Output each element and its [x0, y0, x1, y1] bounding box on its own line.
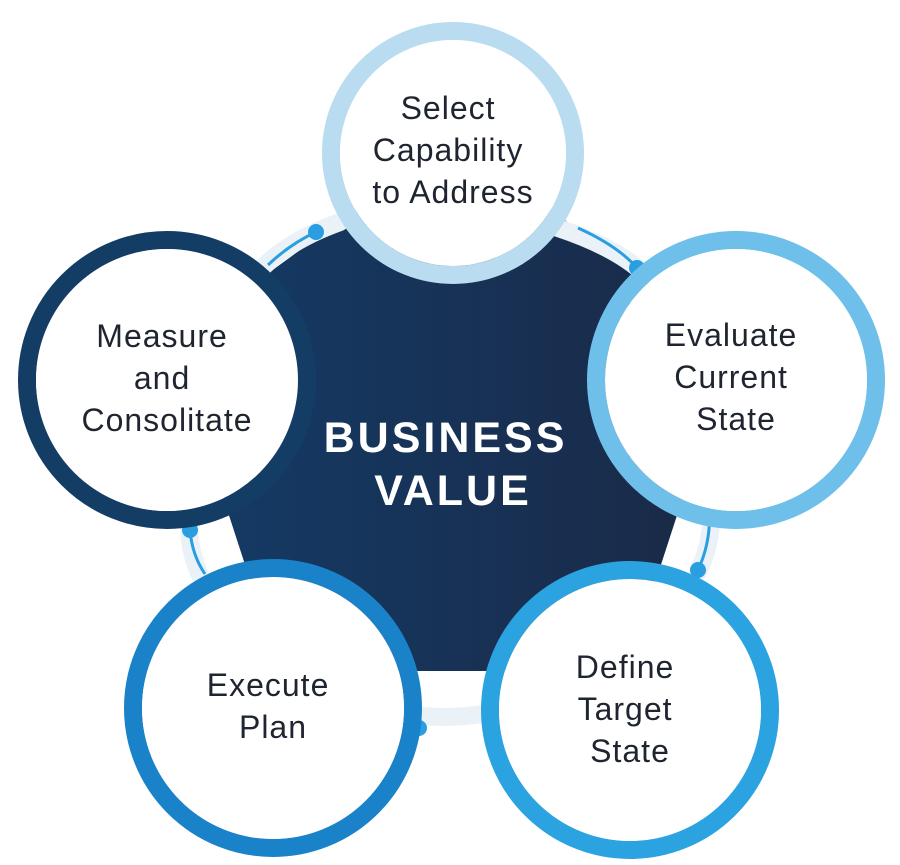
center-label: BUSINESS VALUE	[324, 414, 583, 515]
connector-5-1	[253, 213, 349, 277]
step-label: Measure and Consolitate	[81, 318, 252, 438]
step-select-capability: Select Capability to Address	[322, 22, 584, 284]
step-label: Define Target State	[576, 649, 684, 769]
step-execute-plan: Execute Plan	[124, 559, 422, 857]
step-measure-consolidate: Measure and Consolitate	[18, 231, 316, 529]
step-evaluate-current-state: Evaluate Current State	[587, 231, 885, 529]
step-label: Execute Plan	[207, 667, 340, 745]
step-label: Select Capability to Address	[372, 90, 533, 210]
step-label: Evaluate Current State	[665, 317, 807, 437]
step-define-target-state: Define Target State	[481, 561, 779, 859]
